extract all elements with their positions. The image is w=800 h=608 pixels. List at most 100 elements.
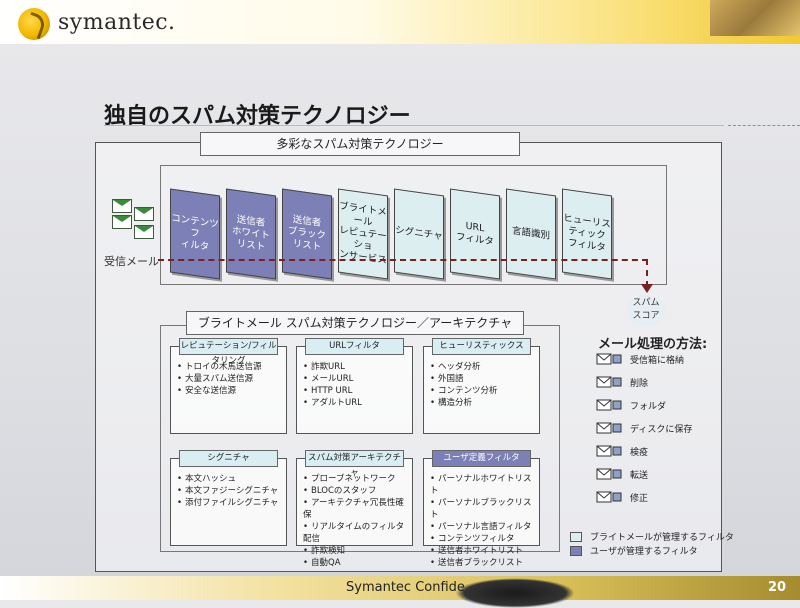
architecture-cell: URLフィルタ詐欺URLメールURLHTTP URLアダルトURL	[296, 338, 413, 434]
modify-icon	[596, 490, 622, 504]
architecture-cell-heading: ヒューリスティックス	[432, 338, 531, 355]
list-item: 外国語	[430, 373, 539, 385]
incoming-mail-icon	[108, 197, 158, 245]
incoming-mail-label: 受信メール	[104, 255, 159, 268]
method-label: 削除	[630, 378, 649, 389]
architecture-cell-list: 本文ハッシュ本文ファジーシグニチャ添付ファイルシグニチャ	[171, 459, 286, 509]
method-label: ディスクに保存	[630, 424, 693, 435]
list-item: パーソナルホワイトリスト	[430, 473, 539, 497]
architecture-cell-heading: シグニチャ	[179, 450, 278, 467]
list-item: プローブネットワーク	[303, 473, 412, 485]
folder-icon	[596, 398, 622, 412]
legend-swatch	[570, 531, 582, 542]
filter-stage: 送信者 ホワイト リスト	[226, 188, 276, 280]
method-label: 受信箱に格納	[630, 355, 685, 366]
list-item: 添付ファイルシグニチャ	[177, 497, 286, 509]
methods-title: メール処理の方法:	[598, 337, 708, 352]
list-item: 詐欺検知	[303, 545, 412, 557]
mail-flow-line	[158, 259, 648, 261]
architecture-cell-list: パーソナルホワイトリストパーソナルブラックリストパーソナル言語フィルタコンテンツ…	[424, 459, 539, 569]
filter-stage: ブライトメール レピュテーショ ンサービス	[338, 188, 388, 280]
list-item: ヘッダ分析	[430, 361, 539, 373]
page-number: 20	[768, 580, 787, 595]
list-item: メールURL	[303, 373, 412, 385]
legend-item: ユーザが管理するフィルタ	[570, 544, 698, 557]
delete-icon	[596, 375, 622, 389]
spam-score-badge: スパム スコア	[626, 295, 666, 327]
list-item: コンテンツ分析	[430, 385, 539, 397]
list-item: トロイの木馬送信源	[177, 361, 286, 373]
list-item: パーソナルブラックリスト	[430, 497, 539, 521]
method-item: 検疫	[596, 442, 648, 460]
top-section-title: 多彩なスパム対策テクノロジー	[200, 132, 520, 156]
filter-stage: 言語識別	[506, 188, 556, 280]
architecture-title: ブライトメール スパム対策テクノロジー／アーキテクチャ	[186, 311, 524, 335]
architecture-cell: スパム対策アーキテクチャプローブネットワークBLOCのスタッフアーキテクチャ冗長…	[296, 450, 413, 568]
legend-swatch	[570, 545, 582, 556]
list-item: アダルトURL	[303, 397, 412, 409]
inbox-icon	[596, 352, 622, 366]
method-label: 検疫	[630, 447, 649, 458]
architecture-cell-list: ヘッダ分析外国語コンテンツ分析構造分析	[424, 347, 539, 409]
list-item: パーソナル言語フィルタ	[430, 521, 539, 533]
list-item: 送信者ブラックリスト	[430, 557, 539, 569]
architecture-cell-list: プローブネットワークBLOCのスタッフアーキテクチャ冗長性確保リアルタイムのフィ…	[297, 459, 412, 569]
slide-title: 独自のスパム対策テクノロジー	[104, 104, 411, 129]
method-label: フォルダ	[630, 401, 667, 412]
filter-stage: 送信者 ブラック リスト	[282, 188, 332, 280]
brand-logo-text: symantec.	[58, 10, 176, 35]
method-item: 転送	[596, 465, 648, 483]
title-rule-dashed	[728, 125, 800, 126]
method-item: 修正	[596, 488, 648, 506]
list-item: 構造分析	[430, 397, 539, 409]
title-rule	[104, 125, 724, 126]
footer-bar	[0, 576, 800, 600]
method-item: 削除	[596, 373, 648, 391]
list-item: BLOCのスタッフ	[303, 485, 412, 497]
arrow-down-icon	[641, 284, 653, 293]
architecture-cell-list: トロイの木馬送信源大量スパム送信源安全な送信源	[171, 347, 286, 397]
list-item: 大量スパム送信源	[177, 373, 286, 385]
legend-label: ブライトメールが管理するフィルタ	[590, 533, 734, 543]
method-label: 修正	[630, 493, 649, 504]
filter-stage: URL フィルタ	[450, 188, 500, 280]
symantec-logo-icon	[18, 8, 50, 40]
forward-icon	[596, 467, 622, 481]
method-item: 受信箱に格納	[596, 350, 684, 368]
footer-text: Symantec Confide	[346, 580, 465, 595]
filter-stage: コンテンツフ ィルタ	[170, 188, 220, 280]
list-item: アーキテクチャ冗長性確保	[303, 497, 412, 521]
filter-stage: ヒューリス ティック フィルタ	[562, 188, 612, 280]
filter-stage: シグニチャ	[394, 188, 444, 280]
quarantine-icon	[596, 444, 622, 458]
architecture-cell: ヒューリスティックスヘッダ分析外国語コンテンツ分析構造分析	[423, 338, 540, 434]
header-banner	[0, 0, 800, 44]
list-item: 送信者ホワイトリスト	[430, 545, 539, 557]
filter-pipeline-box	[160, 165, 667, 285]
header-photo	[710, 0, 800, 36]
spam-score-label: スパム スコア	[632, 298, 660, 321]
method-item: ディスクに保存	[596, 419, 692, 437]
list-item: 自動QA	[303, 557, 412, 569]
architecture-cell: ユーザ定義フィルタパーソナルホワイトリストパーソナルブラックリストパーソナル言語…	[423, 450, 540, 568]
architecture-cell-heading: レピュテーション/フィルタリング	[179, 338, 278, 366]
list-item: 本文ハッシュ	[177, 473, 286, 485]
legend-item: ブライトメールが管理するフィルタ	[570, 530, 734, 543]
architecture-cell-heading: ユーザ定義フィルタ	[432, 450, 531, 467]
list-item: リアルタイムのフィルタ配信	[303, 521, 412, 545]
architecture-cell-list: 詐欺URLメールURLHTTP URLアダルトURL	[297, 347, 412, 409]
architecture-cell-heading: URLフィルタ	[305, 338, 404, 355]
audience-shadow	[455, 578, 575, 608]
method-label: 転送	[630, 470, 649, 481]
legend-label: ユーザが管理するフィルタ	[590, 547, 698, 557]
architecture-cell: レピュテーション/フィルタリングトロイの木馬送信源大量スパム送信源安全な送信源	[170, 338, 287, 434]
disk-icon	[596, 421, 622, 435]
list-item: 安全な送信源	[177, 385, 286, 397]
list-item: 本文ファジーシグニチャ	[177, 485, 286, 497]
architecture-cell-heading: スパム対策アーキテクチャ	[305, 450, 404, 478]
mail-flow-down	[646, 259, 648, 287]
list-item: HTTP URL	[303, 385, 412, 397]
method-item: フォルダ	[596, 396, 666, 414]
list-item: コンテンツフィルタ	[430, 533, 539, 545]
architecture-cell: シグニチャ本文ハッシュ本文ファジーシグニチャ添付ファイルシグニチャ	[170, 450, 287, 546]
